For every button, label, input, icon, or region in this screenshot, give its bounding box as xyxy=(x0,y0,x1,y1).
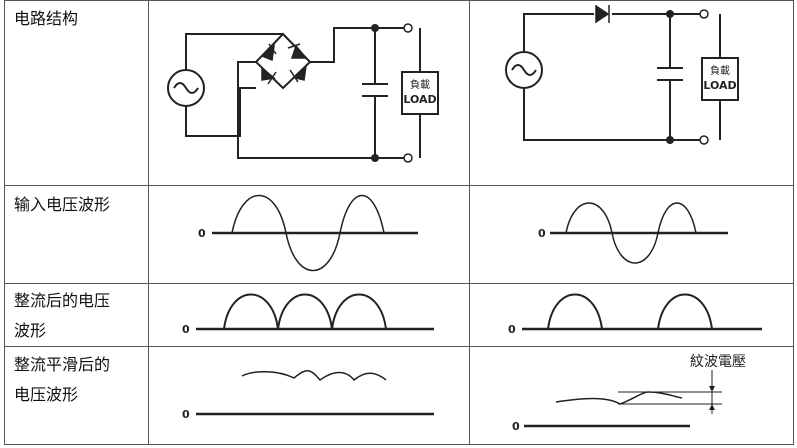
diode-icon xyxy=(595,4,610,24)
zero-label: 0 xyxy=(512,420,520,433)
half-wave-circuit-diagram: 負載 LOAD xyxy=(505,4,739,145)
row-label-rectified-waveform: 整流后的电压 波形 xyxy=(14,286,110,346)
diode-icon xyxy=(294,63,308,81)
ripple-voltage-label: 紋波電壓 xyxy=(690,354,746,370)
zero-label: 0 xyxy=(182,408,190,421)
smoothed-waveform-left: 0 xyxy=(182,370,434,421)
row-label-input-waveform: 输入电压波形 xyxy=(14,195,111,214)
row-label-smoothed-line1: 整流平滑后的 xyxy=(14,355,111,374)
zero-label: 0 xyxy=(508,323,516,336)
row-label-smoothed-line2: 电压波形 xyxy=(14,385,79,404)
row-label-rectified-line1: 整流后的电压 xyxy=(14,291,111,310)
input-waveform-right: 0 xyxy=(538,202,728,264)
diode-icon xyxy=(261,66,276,81)
row-label-smoothed-waveform: 整流平滑后的 电压波形 xyxy=(14,350,110,410)
load-label-line2: LOAD xyxy=(403,93,436,106)
rectified-waveform-left: 0 xyxy=(182,293,434,336)
input-waveform-left: 0 xyxy=(198,194,418,272)
smoothed-waveform-right: 0 紋波電壓 xyxy=(512,354,746,433)
zero-label: 0 xyxy=(538,227,546,240)
zero-label: 0 xyxy=(182,323,190,336)
row-label-rectified-line2: 波形 xyxy=(14,321,47,340)
diode-icon xyxy=(260,44,276,62)
diode-icon xyxy=(290,44,308,59)
load-label-line1: 負載 xyxy=(410,79,430,91)
row-label-circuit: 电路结构 xyxy=(14,9,79,28)
zero-label: 0 xyxy=(198,227,206,240)
full-bridge-circuit-diagram: 負載 LOAD xyxy=(167,23,439,163)
load-label-line2: LOAD xyxy=(703,79,736,92)
load-label-line1: 負載 xyxy=(710,65,730,77)
rectified-waveform-right: 0 xyxy=(508,293,762,336)
